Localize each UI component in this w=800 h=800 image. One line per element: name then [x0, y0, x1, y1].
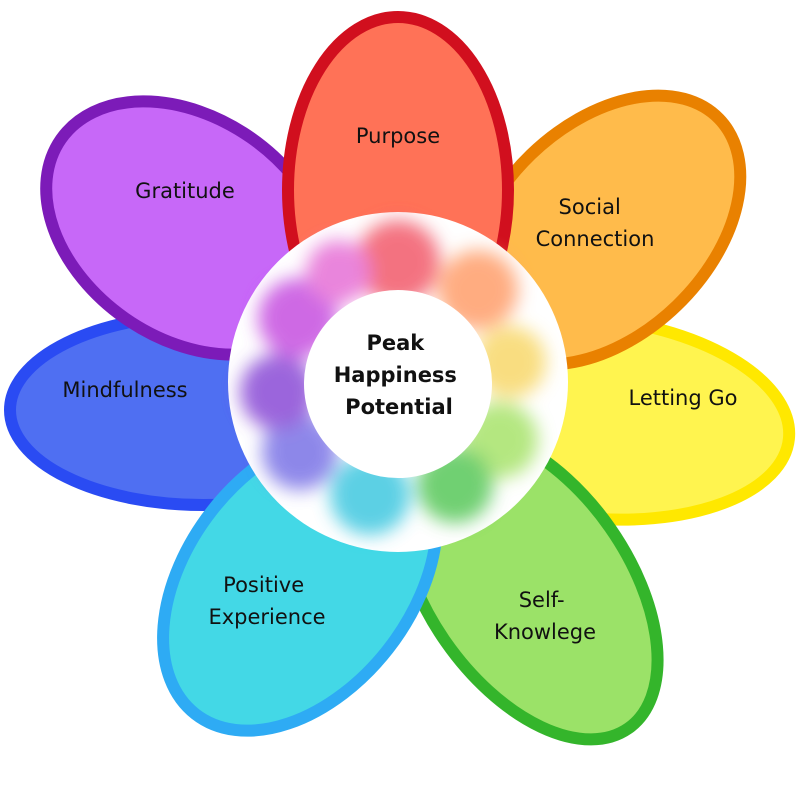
center-title: Peak Happiness Potential: [334, 331, 465, 419]
center-disc: Peak Happiness Potential: [228, 212, 568, 552]
watercolor-blob-violet: [240, 354, 316, 430]
petal-gratitude-label: Gratitude: [135, 179, 235, 203]
petal-positive-experience-label-line-1: Positive: [223, 573, 304, 597]
petal-positive-experience-label: Positive Experience: [208, 573, 325, 629]
center-title-line-1: Peak: [366, 331, 425, 355]
center-title-line-2: Happiness: [334, 363, 457, 387]
petal-letting-go-label-line-1: Letting Go: [629, 386, 738, 410]
watercolor-blob-yellow: [474, 326, 546, 398]
watercolor-blob-orange: [438, 250, 518, 330]
petal-purpose-label: Purpose: [356, 124, 440, 148]
petal-self-knowlege-label-line-1: Self-: [519, 588, 565, 612]
petal-mindfulness-label: Mindfulness: [62, 378, 187, 402]
petal-purpose-label-line-1: Purpose: [356, 124, 440, 148]
watercolor-blob-pink: [306, 240, 370, 304]
center-title-line-3: Potential: [345, 395, 453, 419]
petal-social-connection-label: Social Connection: [536, 195, 655, 251]
petal-positive-experience-label-line-2: Experience: [208, 605, 325, 629]
petal-letting-go-label: Letting Go: [629, 386, 738, 410]
petal-social-connection-label-line-2: Connection: [536, 227, 655, 251]
petal-social-connection-label-line-1: Social: [559, 195, 621, 219]
petal-self-knowlege-label: Self- Knowlege: [494, 588, 596, 644]
petal-gratitude-label-line-1: Gratitude: [135, 179, 235, 203]
watercolor-blob-red: [356, 220, 440, 304]
center-disc-inner: [304, 290, 492, 478]
petal-mindfulness-label-line-1: Mindfulness: [62, 378, 187, 402]
petal-self-knowlege-label-line-2: Knowlege: [494, 620, 596, 644]
